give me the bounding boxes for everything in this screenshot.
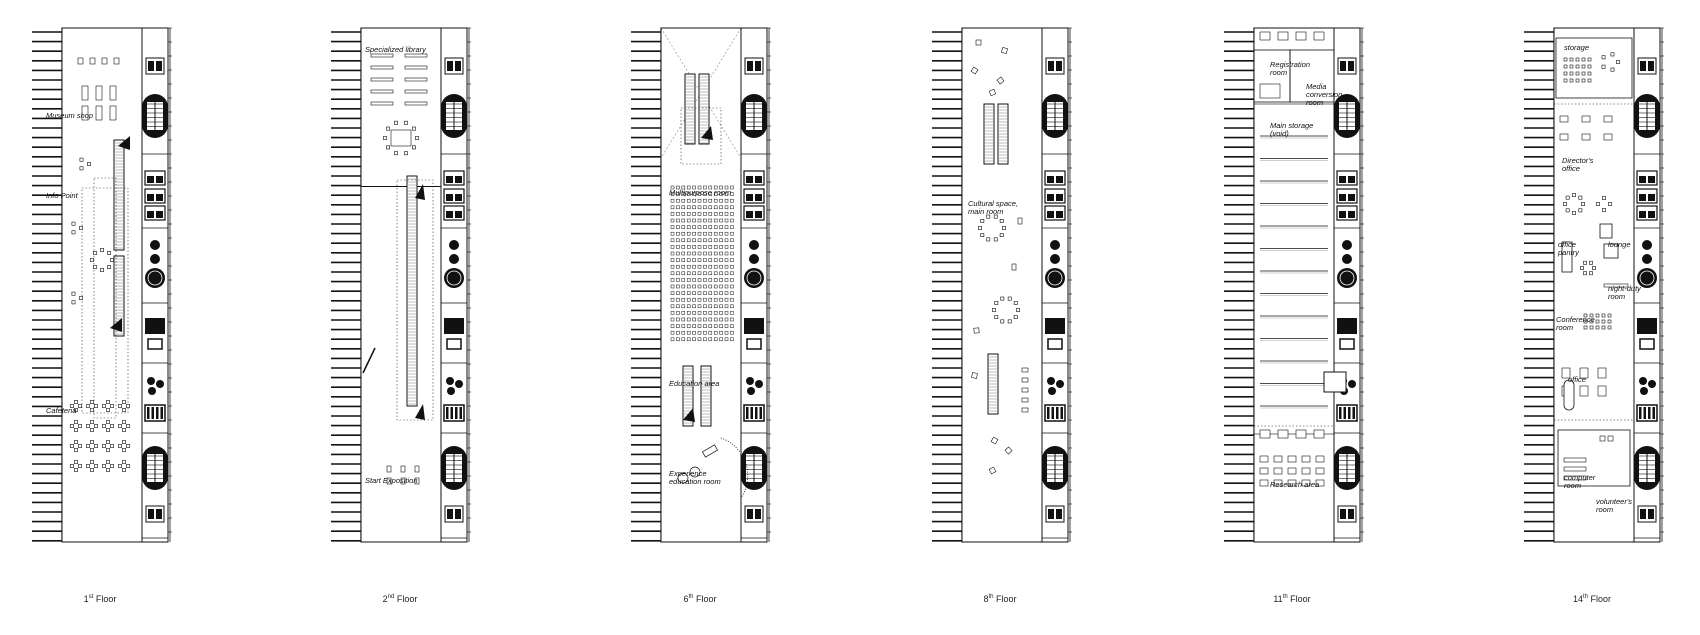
floor-caption: 14th Floor	[1572, 594, 1612, 604]
shaft-icon	[1642, 240, 1652, 250]
reading-table	[415, 136, 419, 140]
room-label: Museum shop	[46, 111, 93, 120]
room-label: Specialized library	[365, 45, 427, 54]
escalator	[698, 73, 710, 145]
room-label: Start Exposition	[365, 476, 418, 485]
escalator	[113, 255, 125, 337]
floor-caption: 11th Floor	[1273, 594, 1311, 604]
exhibit-stand	[386, 465, 392, 473]
shaft-icon	[1342, 240, 1352, 250]
room-label: office	[1568, 375, 1586, 384]
main-floor-area	[961, 27, 1043, 543]
shaft-icon	[150, 240, 160, 250]
duct-icon	[145, 318, 165, 334]
shaft-icon	[449, 240, 459, 250]
main-floor-area	[61, 27, 143, 543]
conference-seat	[1583, 313, 1588, 318]
research-desk	[1259, 429, 1271, 439]
machine-room-icon	[144, 404, 166, 422]
floor-plan: Cultural space,main room	[932, 27, 1072, 543]
display-stand	[77, 57, 84, 65]
escalator	[406, 175, 418, 407]
room-label: storage	[1564, 43, 1589, 52]
shaft-icon	[446, 377, 454, 385]
room-label: Info Point	[46, 191, 79, 200]
office-desk	[1559, 115, 1569, 123]
main-floor-area	[360, 27, 442, 543]
duct-icon	[744, 318, 764, 334]
shaft-icon	[746, 377, 754, 385]
room-label: Multipurpose room	[669, 188, 731, 197]
shaft-icon	[1047, 377, 1055, 385]
room-label: Cafeteria	[46, 406, 76, 415]
library-shelf	[370, 53, 394, 58]
room-label: Research area	[1270, 480, 1319, 489]
machine-room-icon	[1336, 404, 1358, 422]
duct-icon	[1337, 318, 1357, 334]
room-label: lounge	[1608, 240, 1631, 249]
escalator	[684, 73, 696, 145]
shaft-icon	[147, 377, 155, 385]
room-label: Education area	[669, 379, 719, 388]
room-label: Main storage(void)	[1270, 121, 1313, 138]
storage-box	[1563, 57, 1568, 62]
cafe-table	[78, 404, 82, 408]
activity-table	[677, 472, 689, 484]
floor-caption: 2nd Floor	[382, 594, 418, 604]
shaft-icon	[749, 240, 759, 250]
workstation	[1259, 31, 1271, 41]
audience-seat	[670, 185, 675, 190]
machine-room-icon	[743, 404, 765, 422]
floor-caption: 1st Floor	[83, 594, 117, 604]
seat-cluster	[87, 162, 91, 166]
storage-void	[1253, 103, 1335, 435]
machine-room-icon	[443, 404, 465, 422]
floor-caption: 8th Floor	[983, 594, 1017, 604]
duct-icon	[1045, 318, 1065, 334]
bench	[1021, 367, 1029, 373]
seating-circle	[1002, 226, 1006, 230]
floor-caption: 6th Floor	[683, 594, 717, 604]
shaft-icon	[1639, 377, 1647, 385]
room-label: Cultural space,main room	[968, 199, 1018, 216]
duct-icon	[444, 318, 464, 334]
computer-desk	[1563, 457, 1587, 463]
info-desk	[110, 258, 114, 262]
machine-room-icon	[1636, 404, 1658, 422]
shop-shelf	[81, 85, 89, 101]
display-object	[975, 39, 982, 46]
office-desk-2	[1561, 367, 1571, 379]
duct-icon	[1637, 318, 1657, 334]
escalator	[113, 139, 125, 251]
machine-room-icon	[1044, 404, 1066, 422]
shaft-icon	[1050, 240, 1060, 250]
meeting-table	[1581, 202, 1585, 206]
